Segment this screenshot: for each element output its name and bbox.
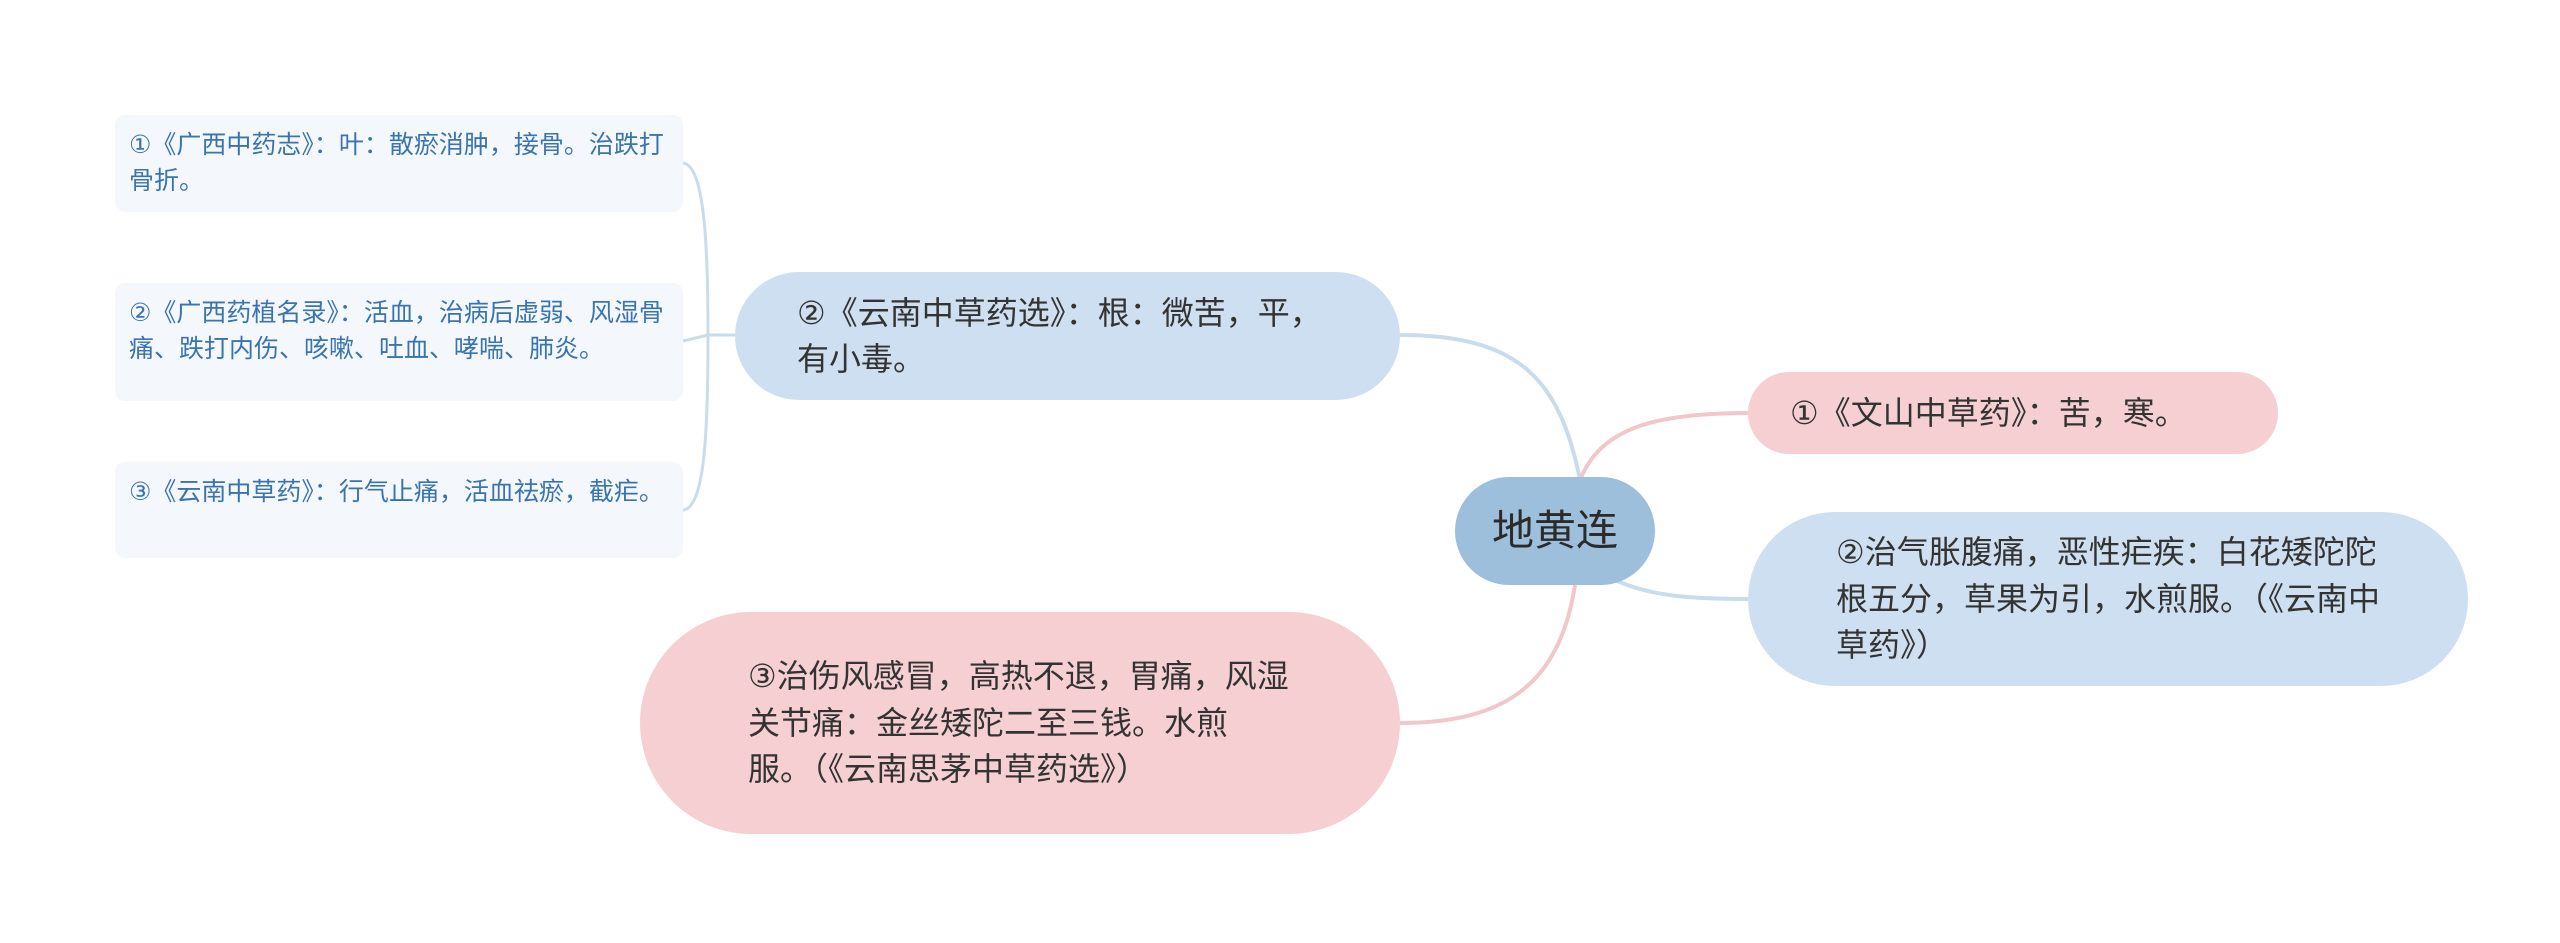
leaf-topic-1-text: ①《广西中药志》：叶：散瘀消肿，接骨。治跌打骨折。: [129, 130, 664, 196]
branch-topic-1-text: ②《云南中草药选》：根：微苦，平，有小毒。: [797, 293, 1322, 378]
leaf-topic-1[interactable]: ①《广西中药志》：叶：散瘀消肿，接骨。治跌打骨折。: [115, 115, 683, 212]
root-topic[interactable]: 地黄连: [1455, 477, 1655, 585]
leaf-topic-3[interactable]: ③《云南中草药》：行气止痛，活血祛瘀，截疟。: [115, 462, 683, 558]
leaf-topic-3-text: ③《云南中草药》：行气止痛，活血祛瘀，截疟。: [129, 477, 664, 506]
branch-topic-4[interactable]: ③治伤风感冒，高热不退，胃痛，风湿关节痛：金丝矮陀二至三钱。水煎服。（《云南思茅…: [640, 612, 1400, 834]
connector-root-to-branch-3: [1614, 578, 1749, 601]
branch-topic-3-text: ②治气胀腹痛，恶性疟疾：白花矮陀陀根五分，草果为引，水煎服。（《云南中草药》）: [1836, 533, 2381, 665]
leaf-topic-2-text: ②《广西药植名录》：活血，治病后虚弱、风湿骨痛、跌打内伤、咳嗽、吐血、哮喘、肺炎…: [129, 298, 664, 364]
connector-root-to-branch-2: [1578, 411, 1749, 481]
branch-topic-1[interactable]: ②《云南中草药选》：根：微苦，平，有小毒。: [735, 272, 1400, 400]
branch-topic-4-text: ③治伤风感冒，高热不退，胃痛，风湿关节痛：金丝矮陀二至三钱。水煎服。（《云南思茅…: [748, 657, 1289, 789]
connector-root-to-branch-1: [1399, 333, 1582, 481]
leaf-topic-2[interactable]: ②《广西药植名录》：活血，治病后虚弱、风湿骨痛、跌打内伤、咳嗽、吐血、哮喘、肺炎…: [115, 283, 683, 401]
branch-topic-2[interactable]: ①《文山中草药》：苦，寒。: [1748, 372, 2278, 454]
connector-root-to-branch-4: [1399, 584, 1577, 725]
connector-branch-1-to-leaves: [682, 161, 735, 512]
branch-topic-3[interactable]: ②治气胀腹痛，恶性疟疾：白花矮陀陀根五分，草果为引，水煎服。（《云南中草药》）: [1748, 512, 2468, 686]
branch-topic-2-text: ①《文山中草药》：苦，寒。: [1790, 393, 2187, 432]
